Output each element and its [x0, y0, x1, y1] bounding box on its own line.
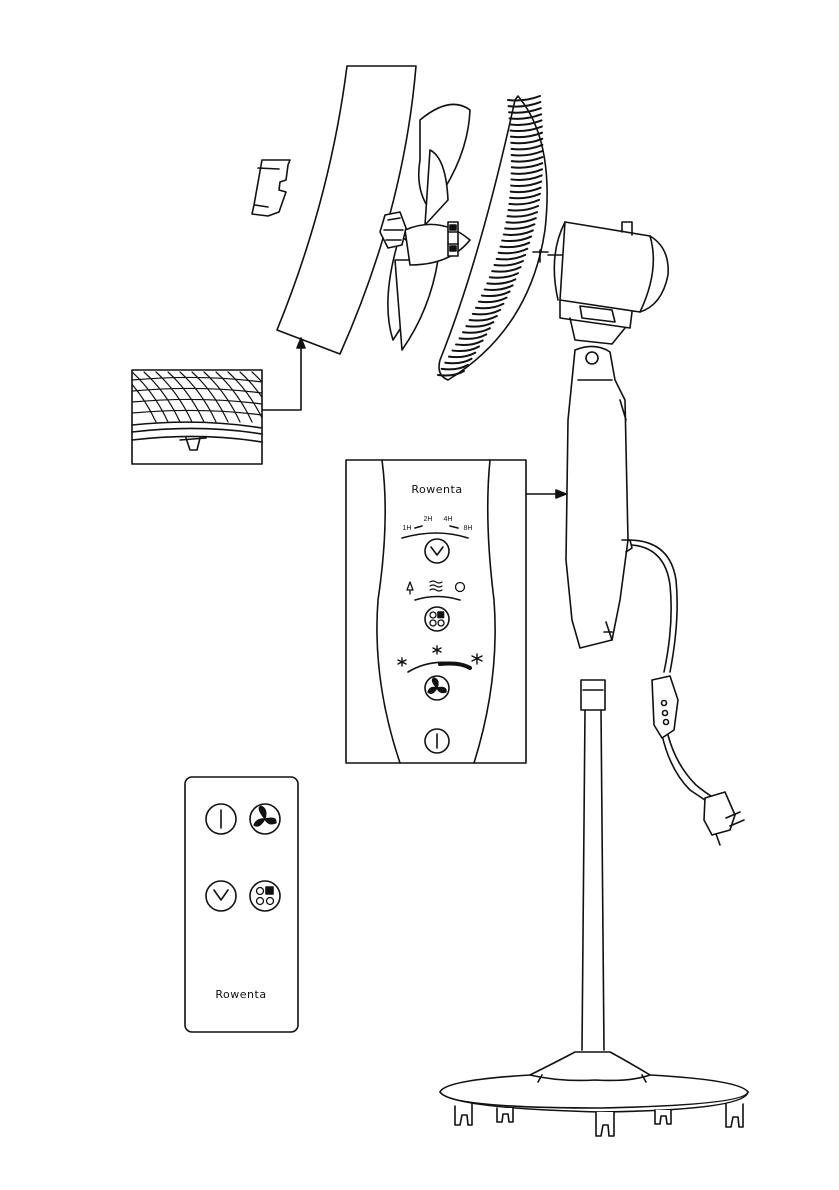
- stand-base: [440, 1052, 748, 1136]
- timer-label-1h: 1H: [403, 525, 412, 532]
- motor-head: [533, 222, 668, 344]
- stand-pole: [581, 680, 605, 1050]
- stand-body: [566, 346, 632, 648]
- timer-label-2h: 2H: [424, 516, 433, 523]
- remote-brand: Rowenta: [215, 988, 266, 1001]
- inset-hatch-line: [276, 372, 312, 422]
- control-panel-brand: Rowenta: [411, 483, 462, 496]
- power-plug: [704, 792, 744, 845]
- grille-detail-inset: [120, 370, 312, 464]
- cord-controller: [652, 676, 678, 738]
- blade-nut: [448, 222, 458, 256]
- remote-control: Rowenta: [185, 777, 298, 1032]
- control-panel-callout: Rowenta 1H 2H 4H 8H: [346, 460, 566, 763]
- timer-label-4h: 4H: [444, 516, 453, 523]
- power-cord: [628, 540, 718, 805]
- timer-label-8h: 8H: [464, 525, 473, 532]
- grille-rib: [508, 96, 540, 101]
- panel-clip: [252, 160, 290, 216]
- inset-hatch-line: [264, 372, 300, 422]
